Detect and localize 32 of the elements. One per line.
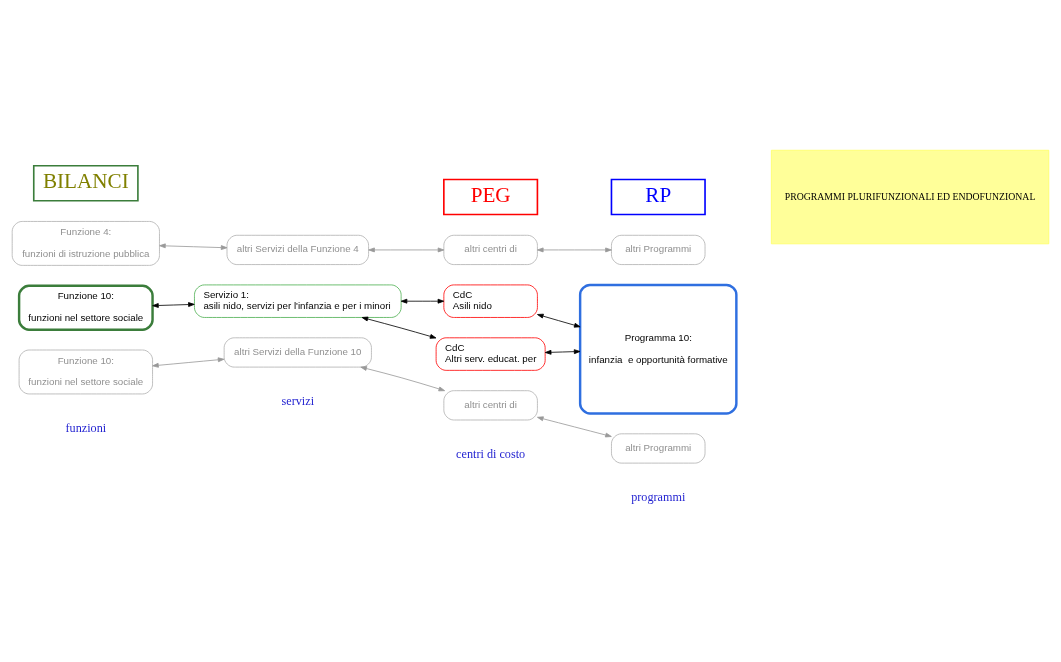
node-box: altri centri di — [443, 389, 538, 420]
node-box: Funzione 10: funzioni nel settore sociale — [17, 284, 154, 331]
node-box: CdC Altri serv. educat. per — [435, 336, 546, 371]
arrow — [400, 298, 445, 304]
arrow — [152, 301, 195, 308]
label: servizi — [281, 393, 315, 408]
node-box: CdC Asili nido — [443, 284, 538, 318]
arrow — [537, 415, 612, 437]
node-box: altri centri di — [443, 234, 538, 265]
arrow — [360, 365, 446, 391]
node-box: altri Programmi — [611, 234, 706, 265]
arrow — [159, 242, 228, 250]
node-box: PEG — [443, 178, 539, 215]
node-box: altri Servizi della Funzione 4 — [226, 234, 369, 265]
arrow — [152, 356, 225, 368]
node-box: BILANCI — [32, 164, 139, 201]
label: centri di costo — [456, 446, 526, 461]
node-box: altri Servizi della Funzione 10 — [223, 336, 372, 367]
arrow — [537, 313, 581, 328]
node-box: Funzione 10: funzioni nel settore sociale — [18, 349, 153, 394]
arrow — [537, 247, 612, 252]
node-box: RP — [610, 178, 706, 215]
arrow — [544, 348, 581, 355]
node-box: altri Programmi — [611, 432, 706, 463]
node-box: Programma 10: infanzia e opportunità formative — [578, 283, 738, 415]
label: programmi — [631, 489, 686, 504]
label: funzioni — [65, 420, 107, 435]
node-box: PROGRAMMI PLURIFUNZIONALI ED ENDOFUNZIONAL — [770, 149, 1050, 244]
arrow — [361, 316, 437, 339]
node-box: Funzione 4: funzioni di istruzione pubblica — [11, 220, 160, 266]
arrow — [368, 247, 445, 252]
node-box: Servizio 1: asili nido, servizi per l'infanzia e per i minori — [194, 284, 402, 318]
